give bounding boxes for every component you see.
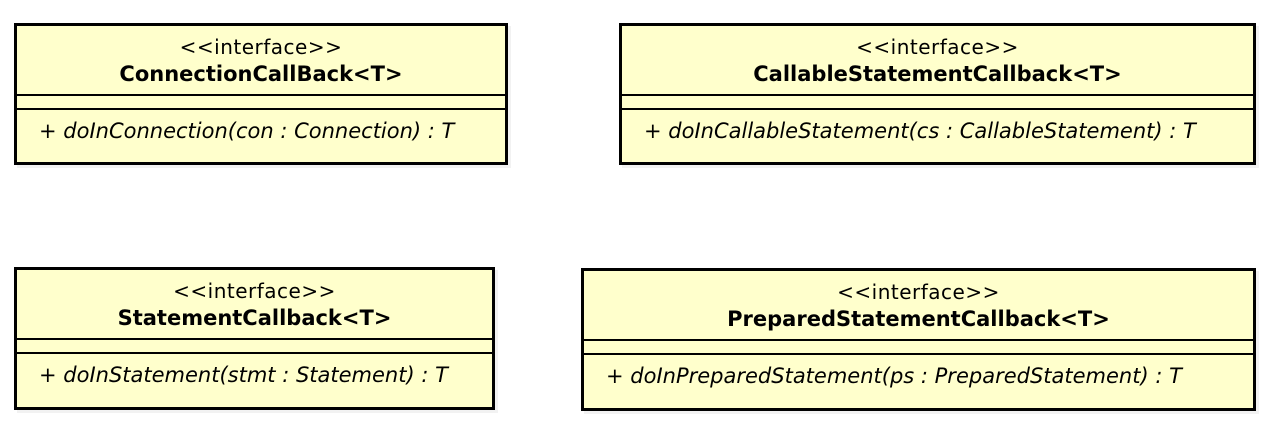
class-name: StatementCallback<T> (117, 306, 392, 330)
operations-compartment: + doInPreparedStatement(ps : PreparedSta… (584, 355, 1253, 391)
attributes-compartment (17, 340, 492, 354)
attributes-compartment (584, 341, 1253, 355)
operation: + doInCallableStatement(cs : CallableSta… (644, 119, 1196, 143)
class-name: PreparedStatementCallback<T> (727, 307, 1110, 331)
stereotype-label: <<interface>> (837, 280, 1000, 304)
attributes-compartment (17, 96, 505, 110)
class-name: CallableStatementCallback<T> (753, 62, 1122, 86)
operations-compartment: + doInCallableStatement(cs : CallableSta… (622, 110, 1253, 146)
interface-prepared-statement-callback: <<interface>> PreparedStatementCallback<… (581, 268, 1256, 411)
operation: + doInPreparedStatement(ps : PreparedSta… (606, 364, 1182, 388)
operations-compartment: + doInConnection(con : Connection) : T (17, 110, 505, 146)
class-header: <<interface>> StatementCallback<T> (17, 270, 492, 340)
class-header: <<interface>> PreparedStatementCallback<… (584, 271, 1253, 341)
operation: + doInConnection(con : Connection) : T (39, 119, 455, 143)
stereotype-label: <<interface>> (173, 279, 336, 303)
attributes-compartment (622, 96, 1253, 110)
operations-compartment: + doInStatement(stmt : Statement) : T (17, 354, 492, 390)
class-header: <<interface>> CallableStatementCallback<… (622, 26, 1253, 96)
class-name: ConnectionCallBack<T> (119, 62, 403, 86)
interface-connection-callback: <<interface>> ConnectionCallBack<T> + do… (14, 23, 508, 165)
interface-statement-callback: <<interface>> StatementCallback<T> + doI… (14, 267, 495, 410)
interface-callable-statement-callback: <<interface>> CallableStatementCallback<… (619, 23, 1256, 165)
operation: + doInStatement(stmt : Statement) : T (39, 363, 448, 387)
stereotype-label: <<interface>> (179, 35, 343, 59)
class-header: <<interface>> ConnectionCallBack<T> (17, 26, 505, 96)
stereotype-label: <<interface>> (856, 35, 1019, 59)
